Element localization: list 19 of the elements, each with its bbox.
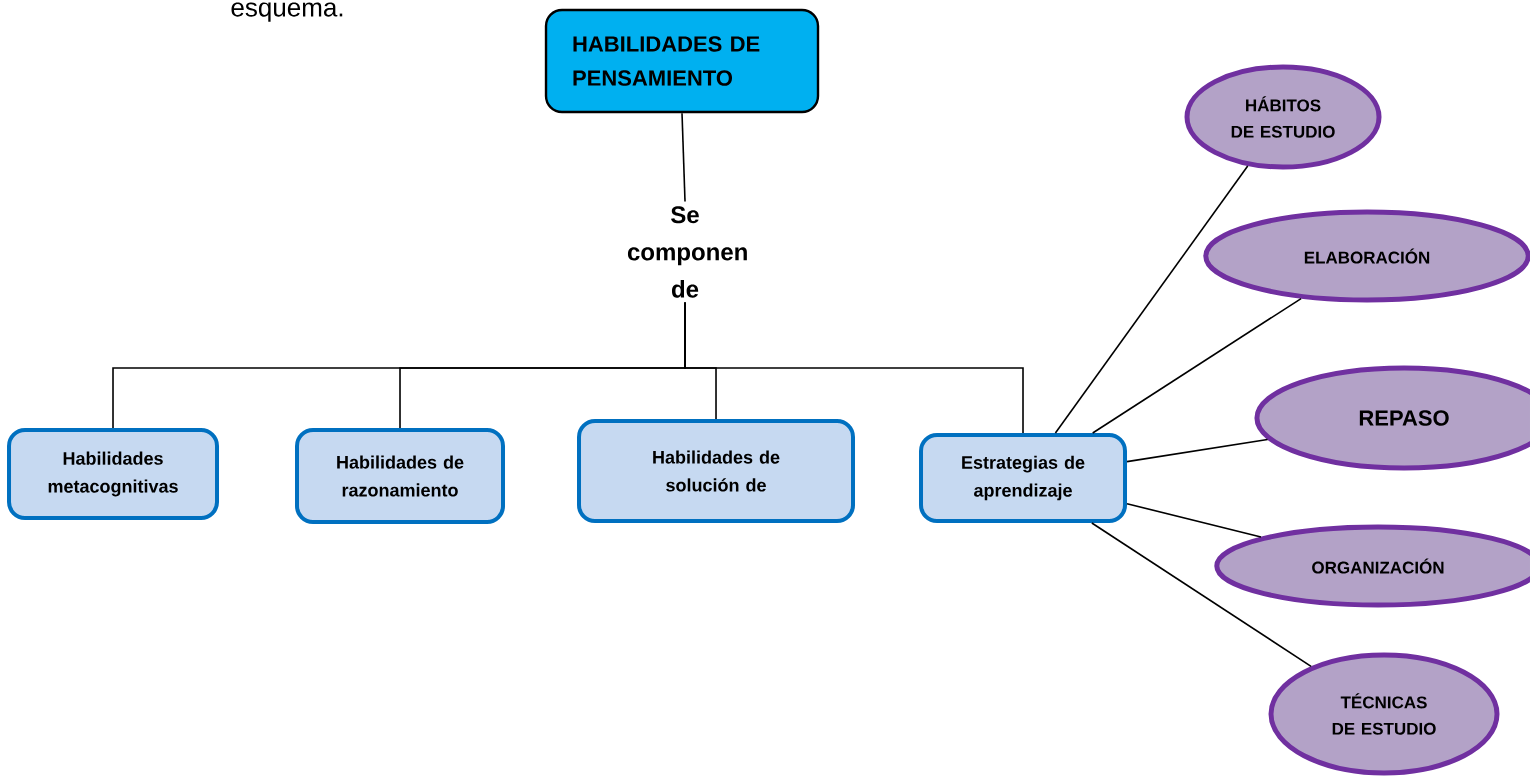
process-box: Habilidades de razonamiento — [295, 428, 505, 524]
ellipse-node: ORGANIZACIÓN — [1214, 524, 1530, 608]
ellipse-node: ELABORACIÓN — [1203, 209, 1530, 303]
process-box: Habilidades metacognitivas — [7, 428, 219, 520]
connector-line — [1126, 502, 1262, 538]
process-box: Estrategias de aprendizaje — [919, 433, 1127, 523]
process-box: Habilidades de solución de — [577, 419, 855, 523]
connector-line — [1091, 522, 1312, 668]
connector-line — [681, 112, 686, 203]
connector-line — [684, 301, 1024, 434]
ellipse-node: TÉCNICAS DE ESTUDIO — [1268, 652, 1500, 776]
process-box: HABILIDADES DE PENSAMIENTO — [544, 8, 820, 114]
connector-line — [1054, 165, 1249, 434]
connector-line — [1091, 297, 1302, 434]
connector-label: Se componen de — [627, 206, 747, 298]
ellipse-node: REPASO — [1254, 365, 1530, 471]
connector-line — [1126, 438, 1269, 463]
ellipse-node: HÁBITOS DE ESTUDIO — [1184, 64, 1382, 170]
caption-text: esquema. — [231, 2, 343, 22]
